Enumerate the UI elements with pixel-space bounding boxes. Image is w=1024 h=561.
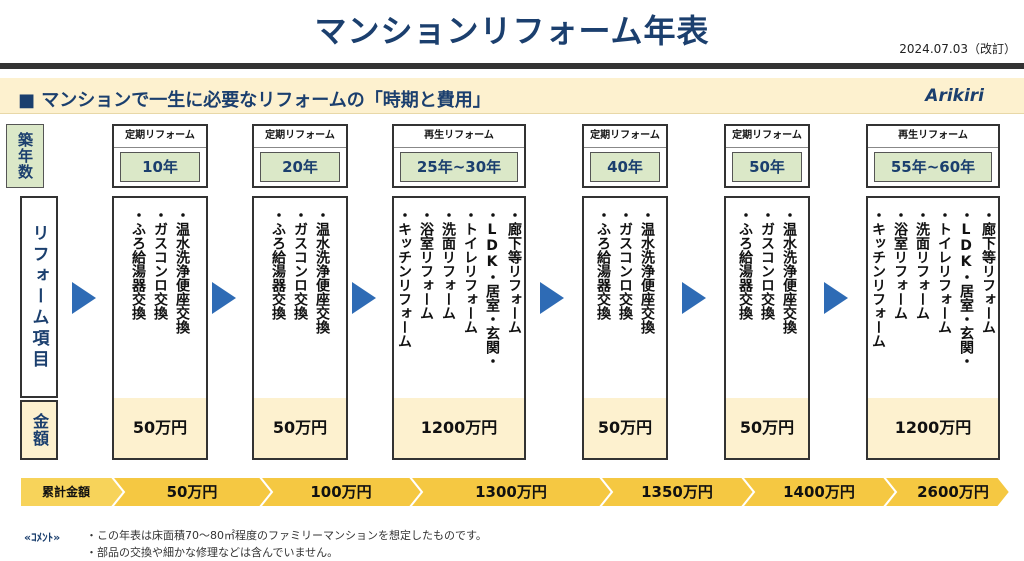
timeline-arrow-icon: [824, 282, 848, 314]
reform-kind: 定期リフォーム: [254, 126, 346, 148]
cost-value: 1200万円: [392, 398, 526, 460]
reform-item: ・キッチンリフォーム: [870, 208, 886, 348]
cumulative-chevron: [408, 477, 614, 507]
reform-item: ・ガスコンロ交換: [152, 208, 168, 320]
reform-items-list: ・廊下等リフォーム・LDK・居室・玄関・・トイレリフォーム・洗面リフォーム・浴室…: [867, 208, 999, 398]
reform-item: ・温水洗浄便座交換: [639, 208, 655, 334]
reform-item: ・ガスコンロ交換: [292, 208, 308, 320]
column-header: 再生リフォーム 25年~30年: [392, 124, 526, 188]
subtitle-bar: [0, 78, 1024, 114]
reform-item: ・温水洗浄便座交換: [314, 208, 330, 334]
reform-item: ・温水洗浄便座交換: [781, 208, 797, 334]
reform-kind: 再生リフォーム: [394, 126, 524, 148]
cumulative-value: 1300万円: [475, 483, 547, 501]
age-badge: 20年: [260, 152, 340, 182]
reform-items-list: ・温水洗浄便座交換・ガスコンロ交換・ふろ給湯器交換: [592, 208, 658, 398]
reform-item: ・ふろ給湯器交換: [737, 208, 753, 320]
cost-value: 50万円: [582, 398, 668, 460]
cumulative-value: 1350万円: [641, 483, 713, 501]
reform-items-box: ・温水洗浄便座交換・ガスコンロ交換・ふろ給湯器交換: [582, 196, 668, 400]
reform-item: ・キッチンリフォーム: [396, 208, 412, 348]
row-label-cost: 金額: [20, 400, 58, 460]
reform-item: ・ガスコンロ交換: [617, 208, 633, 320]
cumulative-chevron: [882, 477, 1010, 507]
cumulative-value: 1400万円: [783, 483, 855, 501]
cumulative-label: 累計金額: [41, 485, 90, 499]
age-badge: 40年: [590, 152, 660, 182]
reform-item: ・LDK・居室・玄関・: [484, 208, 500, 368]
cost-value: 50万円: [112, 398, 208, 460]
timeline-arrow-icon: [540, 282, 564, 314]
reform-item: ・温水洗浄便座交換: [174, 208, 190, 334]
cumulative-value: 2600万円: [917, 483, 989, 501]
reform-kind: 定期リフォーム: [114, 126, 206, 148]
subtitle: ■ マンションで一生に必要なリフォームの「時期と費用」: [18, 90, 491, 111]
reform-items-box: ・温水洗浄便座交換・ガスコンロ交換・ふろ給湯器交換: [112, 196, 208, 400]
revision-date: 2024.07.03（改訂）: [899, 42, 1016, 56]
reform-item: ・トイレリフォーム: [936, 208, 952, 334]
column-header: 定期リフォーム 10年: [112, 124, 208, 188]
reform-items-list: ・温水洗浄便座交換・ガスコンロ交換・ふろ給湯器交換: [267, 208, 333, 398]
column-header: 定期リフォーム 40年: [582, 124, 668, 188]
reform-item: ・ガスコンロ交換: [759, 208, 775, 320]
timeline-arrow-icon: [212, 282, 236, 314]
cumulative-value: 50万円: [166, 483, 218, 501]
reform-item: ・廊下等リフォーム: [980, 208, 996, 334]
reform-item: ・浴室リフォーム: [892, 208, 908, 320]
reform-items-list: ・温水洗浄便座交換・ガスコンロ交換・ふろ給湯器交換: [734, 208, 800, 398]
reform-items-box: ・温水洗浄便座交換・ガスコンロ交換・ふろ給湯器交換: [724, 196, 810, 400]
comment-line-1: ・この年表は床面積70～80㎡程度のファミリーマンションを想定したものです。: [86, 529, 487, 542]
reform-item: ・洗面リフォーム: [914, 208, 930, 320]
cost-value: 50万円: [252, 398, 348, 460]
cost-value: 50万円: [724, 398, 810, 460]
row-label-items: リフォーム項目: [20, 196, 58, 398]
reform-kind: 再生リフォーム: [868, 126, 998, 148]
reform-item: ・ふろ給湯器交換: [595, 208, 611, 320]
age-badge: 50年: [732, 152, 802, 182]
reform-item: ・ふろ給湯器交換: [270, 208, 286, 320]
reform-item: ・廊下等リフォーム: [506, 208, 522, 334]
reform-items-list: ・廊下等リフォーム・LDK・居室・玄関・・トイレリフォーム・洗面リフォーム・浴室…: [393, 208, 525, 398]
cumulative-value: 100万円: [310, 483, 372, 501]
cumulative-chevron: [740, 477, 898, 507]
reform-item: ・トイレリフォーム: [462, 208, 478, 334]
reform-item: ・ふろ給湯器交換: [130, 208, 146, 320]
reform-items-list: ・温水洗浄便座交換・ガスコンロ交換・ふろ給湯器交換: [127, 208, 193, 398]
reform-item: ・洗面リフォーム: [440, 208, 456, 320]
reform-items-box: ・廊下等リフォーム・LDK・居室・玄関・・トイレリフォーム・洗面リフォーム・浴室…: [392, 196, 526, 400]
timeline-arrow-icon: [352, 282, 376, 314]
reform-kind: 定期リフォーム: [726, 126, 808, 148]
reform-kind: 定期リフォーム: [584, 126, 666, 148]
reform-item: ・LDK・居室・玄関・: [958, 208, 974, 368]
reform-items-box: ・廊下等リフォーム・LDK・居室・玄関・・トイレリフォーム・洗面リフォーム・浴室…: [866, 196, 1000, 400]
title-divider: [0, 63, 1024, 69]
age-badge: 55年~60年: [874, 152, 992, 182]
cumulative-chevron: [258, 477, 424, 507]
reform-items-box: ・温水洗浄便座交換・ガスコンロ交換・ふろ給湯器交換: [252, 196, 348, 400]
cumulative-arrows: [20, 477, 1010, 507]
comment-line-2: ・部品の交換や細かな修理などは含んでいません。: [86, 546, 339, 559]
age-badge: 10年: [120, 152, 200, 182]
cumulative-bar: 累計金額 50万円 100万円 1300万円 1350万円 1400万円 2600万円: [20, 477, 1010, 507]
timeline-arrow-icon: [682, 282, 706, 314]
page-title: マンションリフォーム年表: [314, 12, 710, 50]
column-header: 再生リフォーム 55年~60年: [866, 124, 1000, 188]
row-label-age: 築年数: [6, 124, 44, 188]
cost-value: 1200万円: [866, 398, 1000, 460]
column-header: 定期リフォーム 20年: [252, 124, 348, 188]
brand-logo: Arikiri: [925, 86, 984, 106]
column-header: 定期リフォーム 50年: [724, 124, 810, 188]
age-badge: 25年~30年: [400, 152, 518, 182]
comment-key: «ｺﾒﾝﾄ»: [24, 531, 61, 544]
reform-item: ・浴室リフォーム: [418, 208, 434, 320]
cumulative-chevron: [110, 477, 274, 507]
timeline-arrow-icon: [72, 282, 96, 314]
cumulative-chevron: [598, 477, 756, 507]
